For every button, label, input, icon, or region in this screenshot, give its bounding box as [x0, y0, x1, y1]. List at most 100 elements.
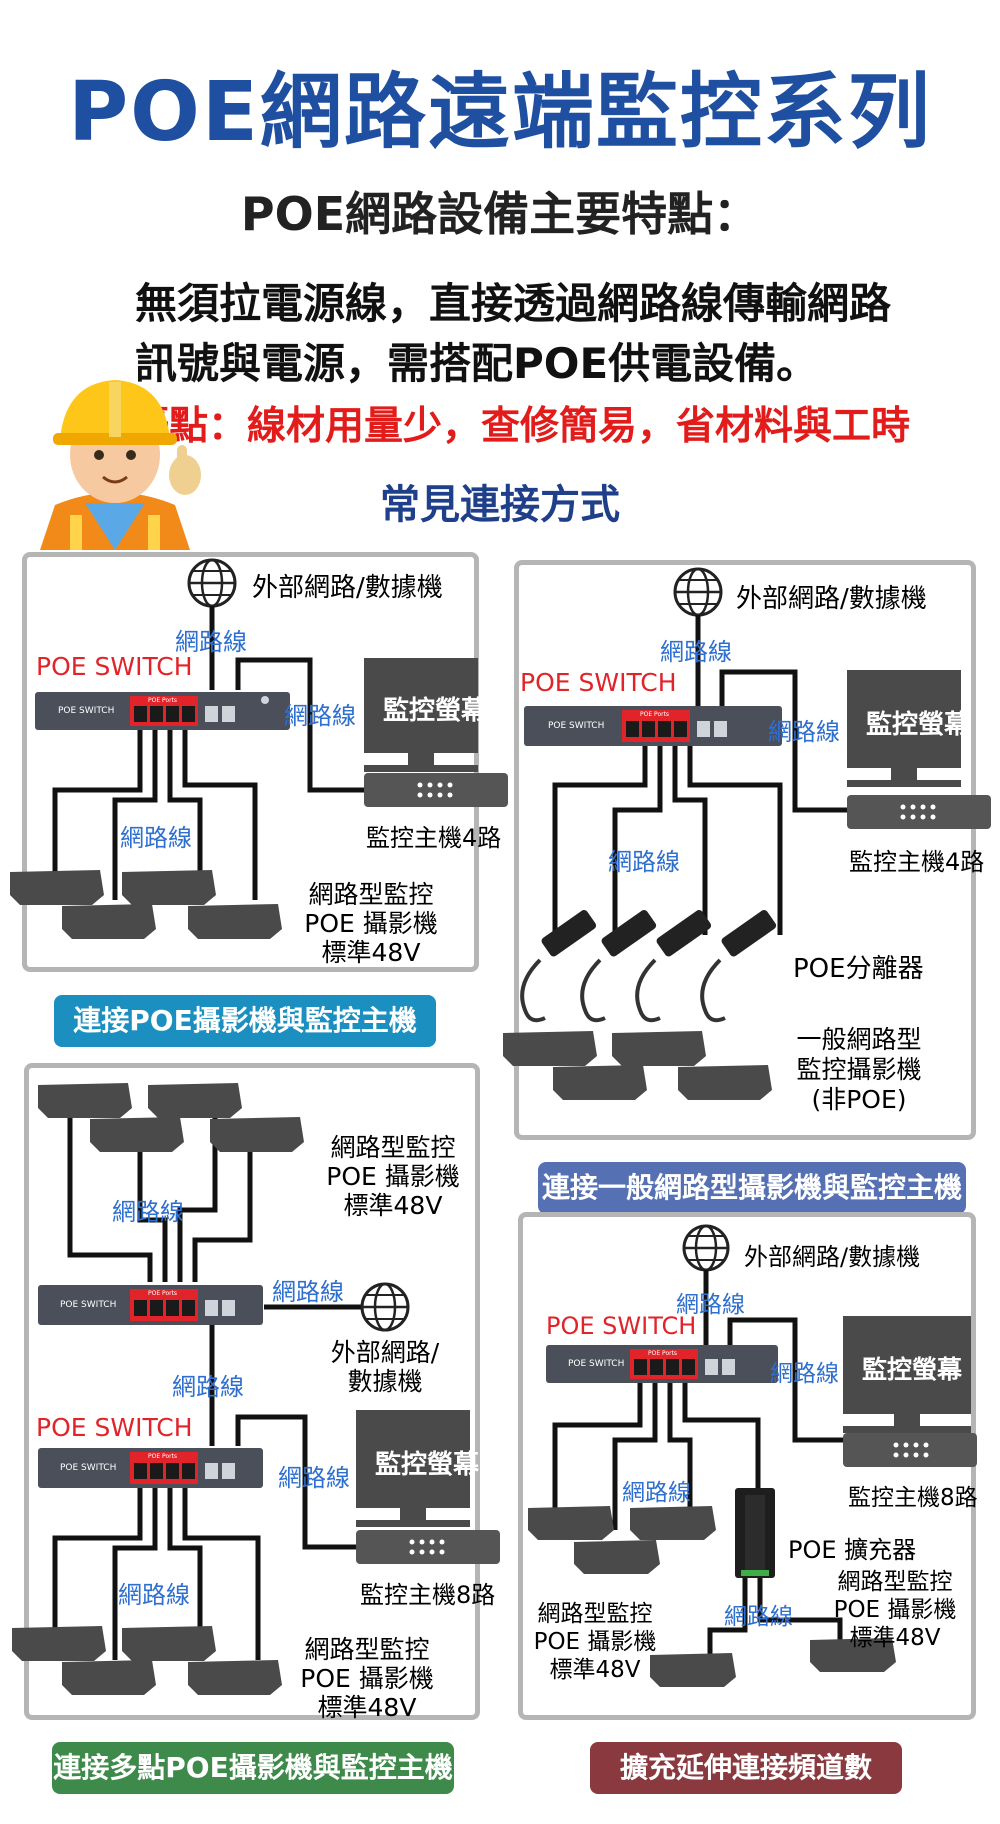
- caption-badge-panel3: 連接多點POE攝影機與監控主機: [52, 1742, 454, 1794]
- monitor-icon: [847, 670, 961, 787]
- extender-label: POE 擴充器: [788, 1536, 917, 1564]
- worker-mascot-illustration: [40, 380, 201, 550]
- external-network-label: 外部網路/ 數據機: [320, 1338, 450, 1396]
- poe-switch-label: POE SWITCH: [520, 668, 677, 697]
- poe-switch: [546, 1345, 778, 1383]
- camera-group: [503, 1031, 772, 1100]
- switch-ports-text: POE Ports: [148, 1453, 178, 1460]
- page-title: POE網路遠端監控系列: [68, 65, 932, 160]
- camera-group: [38, 1083, 304, 1152]
- camera-label-line2: POE 攝影機: [533, 1629, 657, 1655]
- external-label-line2: 數據機: [347, 1367, 423, 1396]
- switch-face-text: POE SWITCH: [60, 1463, 117, 1473]
- camera-label-line3: 標準48V: [321, 938, 421, 967]
- camera-label: 網路型監控 POE 攝影機 標準48V: [318, 1133, 468, 1220]
- caption-badge-panel2: 連接一般網路型攝影機與監控主機: [538, 1162, 966, 1214]
- nvr-label: 監控主機4路: [366, 824, 502, 852]
- poe-switch: [524, 706, 782, 746]
- nvr-label: 監控主機4路: [849, 848, 985, 876]
- caption-badge-panel4: 擴充延伸連接頻道數: [590, 1742, 902, 1794]
- camera-label-line2: POE 攝影機: [300, 1664, 434, 1693]
- cable-label: 網路線: [172, 1373, 244, 1401]
- switch-face-text: POE SWITCH: [58, 706, 115, 716]
- poe-switch-label: POE SWITCH: [36, 1413, 193, 1442]
- camera-label-line2: POE 攝影機: [326, 1162, 460, 1191]
- monitor-icon: [843, 1316, 971, 1433]
- camera-label-line2: POE 攝影機: [304, 909, 438, 938]
- monitor-label: 監控螢幕: [383, 696, 488, 726]
- nvr-icon: [364, 773, 508, 807]
- poe-switch-label: POE SWITCH: [546, 1312, 697, 1340]
- normal-camera-line3: (非POE): [811, 1085, 907, 1114]
- switch-ports-text: POE Ports: [148, 1290, 178, 1297]
- switch-face-text: POE SWITCH: [548, 721, 605, 731]
- camera-label: 網路型監控 POE 攝影機 標準48V: [820, 1568, 970, 1652]
- cable-label: 網路線: [622, 1480, 691, 1506]
- connection-methods-heading: 常見連接方式: [380, 482, 620, 528]
- camera-label: 網路型監控 POE 攝影機 標準48V: [292, 1635, 442, 1722]
- normal-camera-line2: 監控攝影機: [796, 1055, 922, 1084]
- nvr-icon: [847, 795, 991, 829]
- cable-label: 網路線: [120, 824, 192, 852]
- cable-label: 網路線: [660, 638, 732, 666]
- cable-label: 網路線: [770, 1361, 839, 1387]
- panel-poe-camera-nvr: [22, 552, 479, 972]
- cable-label: 網路線: [278, 1464, 350, 1492]
- switch-ports-text: POE Ports: [648, 1350, 678, 1357]
- switch-face-text: POE SWITCH: [60, 1300, 117, 1310]
- camera-label-line1: 網路型監控: [837, 1569, 953, 1595]
- cable-label: 網路線: [175, 628, 247, 656]
- cable-label: 網路線: [608, 848, 680, 876]
- globe-icon: [360, 1282, 410, 1332]
- camera-label-line1: 網路型監控: [537, 1601, 653, 1627]
- monitor-label: 監控螢幕: [375, 1450, 480, 1480]
- cable-label: 網路線: [284, 702, 356, 730]
- camera-label-line3: 標準48V: [549, 1657, 641, 1683]
- feature-text-line2: 訊號與電源，需搭配POE供電設備。: [135, 339, 819, 388]
- globe-icon: [682, 1224, 730, 1272]
- caption-badge-panel1: 連接POE攝影機與監控主機: [54, 995, 436, 1047]
- advantage-text: 優點：線材用量少，查修簡易，省材料與工時: [130, 404, 911, 449]
- camera-label-line3: 標準48V: [849, 1625, 941, 1651]
- poe-switch: [35, 692, 290, 730]
- camera-group: [10, 870, 282, 939]
- camera-group: [528, 1506, 896, 1687]
- nvr-label: 監控主機8路: [360, 1581, 496, 1609]
- nvr-icon: [356, 1530, 500, 1564]
- external-label-line1: 外部網路/: [330, 1338, 440, 1367]
- nvr-icon: [843, 1433, 977, 1467]
- cable-label: 網路線: [272, 1278, 344, 1306]
- nvr-label: 監控主機8路: [848, 1485, 978, 1511]
- monitor-label: 監控螢幕: [866, 710, 971, 740]
- poe-extender-icon: [735, 1488, 775, 1578]
- camera-label-line3: 標準48V: [317, 1693, 417, 1722]
- poe-switch-label: POE SWITCH: [36, 652, 193, 681]
- camera-label-line1: 網路型監控: [308, 880, 434, 909]
- normal-camera-line1: 一般網路型: [796, 1025, 922, 1054]
- cable-label: 網路線: [118, 1581, 190, 1609]
- poe-splitter-group: [520, 910, 777, 1023]
- switch-face-text: POE SWITCH: [568, 1359, 625, 1369]
- external-network-label: 外部網路/數據機: [736, 584, 927, 614]
- poe-switch: [38, 1285, 263, 1325]
- monitor-label: 監控螢幕: [862, 1355, 963, 1384]
- switch-ports-text: POE Ports: [148, 697, 178, 704]
- poe-switch: [38, 1448, 263, 1488]
- normal-camera-label: 一般網路型 監控攝影機 (非POE): [784, 1025, 934, 1115]
- cable-label: 網路線: [768, 718, 840, 746]
- external-network-label: 外部網路/數據機: [252, 573, 443, 603]
- feature-text-line1: 無須拉電源線，直接透過網路線傳輸網路: [135, 279, 892, 328]
- camera-label-line2: POE 攝影機: [833, 1597, 957, 1623]
- switch-ports-text: POE Ports: [640, 711, 670, 718]
- monitor-icon: [356, 1410, 470, 1527]
- splitter-label: POE分離器: [793, 954, 924, 984]
- cable-label: 網路線: [112, 1198, 184, 1226]
- camera-label: 網路型監控 POE 攝影機 標準48V: [520, 1600, 670, 1684]
- cable-label: 網路線: [676, 1292, 745, 1318]
- cable-label: 網路線: [724, 1604, 793, 1630]
- camera-label-line1: 網路型監控: [330, 1133, 456, 1162]
- camera-label: 網路型監控 POE 攝影機 標準48V: [296, 880, 446, 967]
- features-heading: POE網路設備主要特點：: [240, 187, 760, 241]
